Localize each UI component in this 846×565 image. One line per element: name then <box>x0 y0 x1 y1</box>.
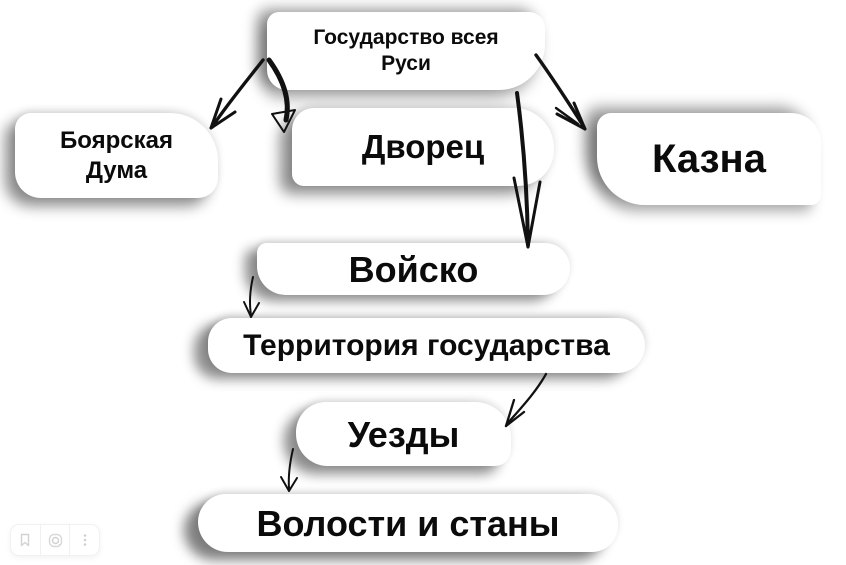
image-search-button[interactable] <box>39 525 70 555</box>
node-label: Казна <box>652 137 766 181</box>
kebab-menu-icon <box>83 534 86 546</box>
node-label-line: Государство всея <box>313 25 499 49</box>
camera-lens-icon <box>48 533 62 547</box>
node-army: Войско <box>257 243 570 295</box>
floating-toolbar <box>10 524 100 556</box>
arrow-territory-to-uezds <box>504 372 548 428</box>
node-volosts-and-stans: Волости и станы <box>198 494 618 552</box>
node-state-of-all-rus: Государство всея Руси <box>267 12 545 90</box>
node-treasury: Казна <box>597 113 821 205</box>
node-label-line: Боярская <box>60 126 173 154</box>
node-label: Войско <box>348 248 479 290</box>
more-options-button[interactable] <box>69 525 99 555</box>
node-label: Уезды <box>347 413 460 455</box>
node-label: Территория государства <box>243 328 610 362</box>
node-uezds: Уезды <box>296 402 511 466</box>
node-label: Дворец <box>361 128 485 166</box>
bookmark-icon <box>21 533 30 547</box>
node-palace: Дворец <box>292 108 554 186</box>
arrow-state-to-treasury <box>534 53 587 131</box>
node-label-line: Дума <box>85 156 148 184</box>
arrow-uezds-to-volosts <box>280 448 298 492</box>
node-label: Волости и станы <box>256 502 560 544</box>
arrow-state-to-duma <box>209 58 265 130</box>
node-label-line: Руси <box>381 52 431 75</box>
arrow-army-to-territory <box>243 276 260 318</box>
node-state-territory: Территория государства <box>208 318 645 373</box>
node-boyar-duma: Боярская Дума <box>15 113 218 198</box>
bookmark-button[interactable] <box>11 525 40 555</box>
